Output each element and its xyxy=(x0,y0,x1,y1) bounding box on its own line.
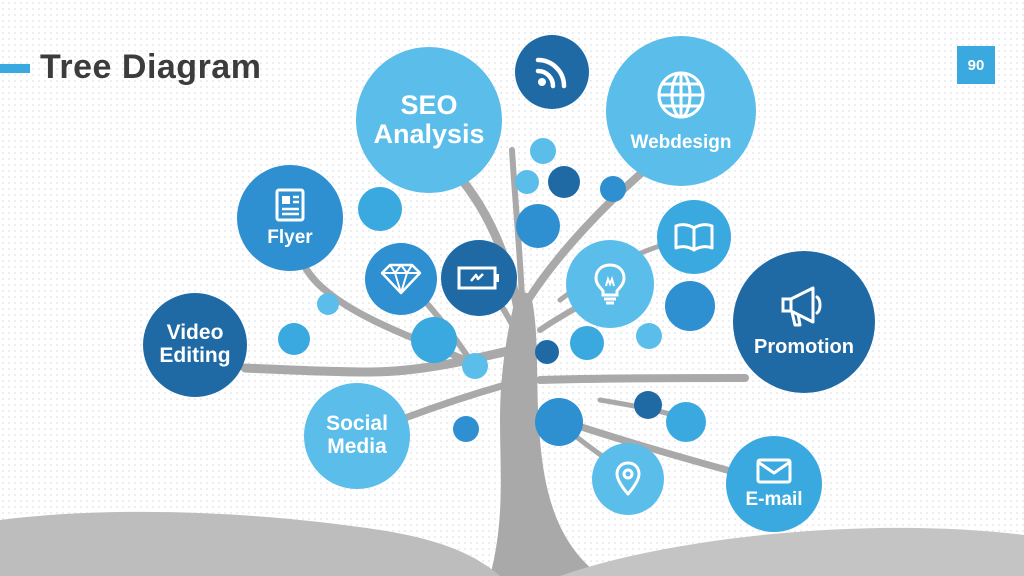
decor-dot xyxy=(462,353,488,379)
slide-title: Tree Diagram xyxy=(40,48,262,86)
social-label-line1: Social xyxy=(326,412,388,436)
node-seo-analysis: SEO Analysis xyxy=(356,47,502,193)
decor-dot xyxy=(453,416,479,442)
decor-dot xyxy=(411,317,457,363)
video-label-line1: Video xyxy=(166,321,224,345)
node-lightbulb xyxy=(566,240,654,328)
decor-dot xyxy=(535,398,583,446)
decor-dot xyxy=(278,323,310,355)
decor-dot xyxy=(358,187,402,231)
decor-dot xyxy=(600,176,626,202)
email-label: E-mail xyxy=(745,488,803,510)
promotion-label: Promotion xyxy=(754,336,854,359)
lightbulb-icon xyxy=(594,263,626,305)
node-book xyxy=(657,200,731,274)
decor-dot xyxy=(634,391,662,419)
node-promotion: Promotion xyxy=(733,251,875,393)
envelope-icon xyxy=(756,458,792,484)
decor-dot xyxy=(666,402,706,442)
decor-dot xyxy=(548,166,580,198)
ground-right xyxy=(560,527,1024,576)
open-book-icon xyxy=(674,223,714,252)
decor-dot xyxy=(317,293,339,315)
battery-icon xyxy=(457,266,499,290)
seo-label-line1: SEO xyxy=(400,89,458,120)
decor-dot xyxy=(530,138,556,164)
decor-dot xyxy=(665,281,715,331)
social-label-line2: Media xyxy=(327,435,387,458)
node-email: E-mail xyxy=(726,436,822,532)
flyer-label: Flyer xyxy=(267,226,313,248)
video-label-line2: Editing xyxy=(159,344,231,367)
globe-icon xyxy=(657,71,705,119)
webdesign-label: Webdesign xyxy=(630,131,732,153)
decor-dot xyxy=(636,323,662,349)
node-rss xyxy=(515,35,589,109)
decor-dot xyxy=(516,204,560,248)
megaphone-icon xyxy=(781,286,822,327)
decor-dot xyxy=(535,340,559,364)
diamond-icon xyxy=(380,263,422,295)
node-battery xyxy=(441,240,517,316)
decor-dot xyxy=(515,170,539,194)
location-pin-icon xyxy=(615,461,641,496)
node-video-editing: Video Editing xyxy=(143,293,247,397)
title-accent-bar xyxy=(0,64,30,73)
page-number-badge: 90 xyxy=(957,46,995,84)
ground-left xyxy=(0,511,500,576)
rss-icon xyxy=(535,57,567,89)
node-diamond xyxy=(365,243,437,315)
document-icon xyxy=(275,188,305,222)
node-flyer: Flyer xyxy=(237,165,343,271)
decor-dot xyxy=(570,326,604,360)
node-webdesign: Webdesign xyxy=(606,36,756,186)
tree-trunk xyxy=(490,292,600,576)
node-location xyxy=(592,443,664,515)
seo-label-line2: Analysis xyxy=(373,119,485,149)
node-social-media: Social Media xyxy=(304,383,410,489)
